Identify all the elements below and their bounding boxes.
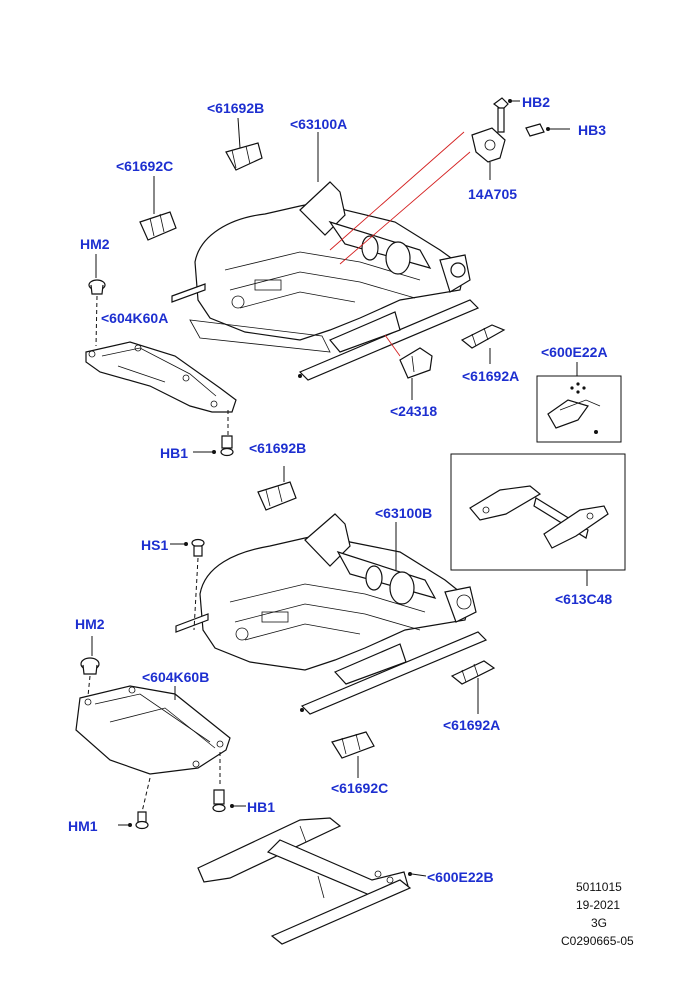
linkage-613c48: [450, 453, 626, 586]
cover-61692b-mid: [257, 466, 297, 511]
callout-61692b-top[interactable]: <61692B: [207, 100, 265, 116]
callout-61692a-bottom[interactable]: <61692A: [443, 717, 501, 733]
plug-hm2-top: [88, 279, 106, 347]
cover-61692b-top: [225, 142, 263, 171]
bracket-604k60a: [85, 341, 237, 436]
bolt-hb1-top: [212, 435, 234, 457]
bracket-604k60b: [75, 685, 231, 813]
callout-613c48[interactable]: <613C48: [555, 591, 613, 607]
callout-61692a-top[interactable]: <61692A: [462, 368, 520, 384]
clip-24318: [384, 334, 433, 400]
callout-hb2[interactable]: HB2: [522, 94, 551, 110]
callout-600e22a[interactable]: <600E22A: [541, 344, 608, 360]
callout-hm2-top[interactable]: HM2: [80, 236, 110, 252]
callout-hm2-bottom[interactable]: HM2: [75, 616, 105, 632]
callout-hb1-top[interactable]: HB1: [160, 445, 189, 461]
cover-61692c-top: [139, 211, 177, 241]
reference-line-1: 5011015: [576, 880, 622, 894]
callout-14a705[interactable]: 14A705: [468, 186, 518, 202]
callout-24318[interactable]: <24318: [390, 403, 438, 419]
reference-line-2: 19-2021: [576, 898, 621, 912]
plug-hm2-bottom: [80, 657, 100, 697]
pivot-14a705-group: [329, 97, 550, 265]
callout-hb1-bottom[interactable]: HB1: [247, 799, 276, 815]
reference-line-4: C0290665-05: [561, 934, 634, 948]
cover-61692c-bottom: [331, 731, 375, 778]
callout-600e22b[interactable]: <600E22B: [427, 869, 494, 885]
motor-600e22a: [536, 362, 622, 443]
callout-hb3[interactable]: HB3: [578, 122, 607, 138]
leader-lines: [91, 100, 570, 826]
callout-61692c-top[interactable]: <61692C: [116, 158, 174, 174]
callout-hm1[interactable]: HM1: [68, 818, 98, 834]
base-frame-600e22b: [197, 817, 427, 945]
cover-61692a-bottom: [450, 660, 496, 714]
callout-61692c-bottom[interactable]: <61692C: [331, 780, 389, 796]
bolt-hb1-bottom: [212, 789, 234, 813]
reference-line-3: 3G: [591, 916, 608, 930]
callout-604k60b[interactable]: <604K60B: [142, 669, 210, 685]
callout-hs1[interactable]: HS1: [141, 537, 169, 553]
seat-frame-63100a: [171, 181, 480, 381]
callout-63100b[interactable]: <63100B: [375, 505, 433, 521]
screw-hm1: [128, 811, 149, 830]
callout-604k60a[interactable]: <604K60A: [101, 310, 169, 326]
callout-63100a[interactable]: <63100A: [290, 116, 348, 132]
cover-61692a-top: [460, 324, 506, 364]
screw-hs1: [184, 538, 205, 631]
seat-frame-63100b: [175, 513, 488, 715]
callout-61692b-mid[interactable]: <61692B: [249, 440, 307, 456]
